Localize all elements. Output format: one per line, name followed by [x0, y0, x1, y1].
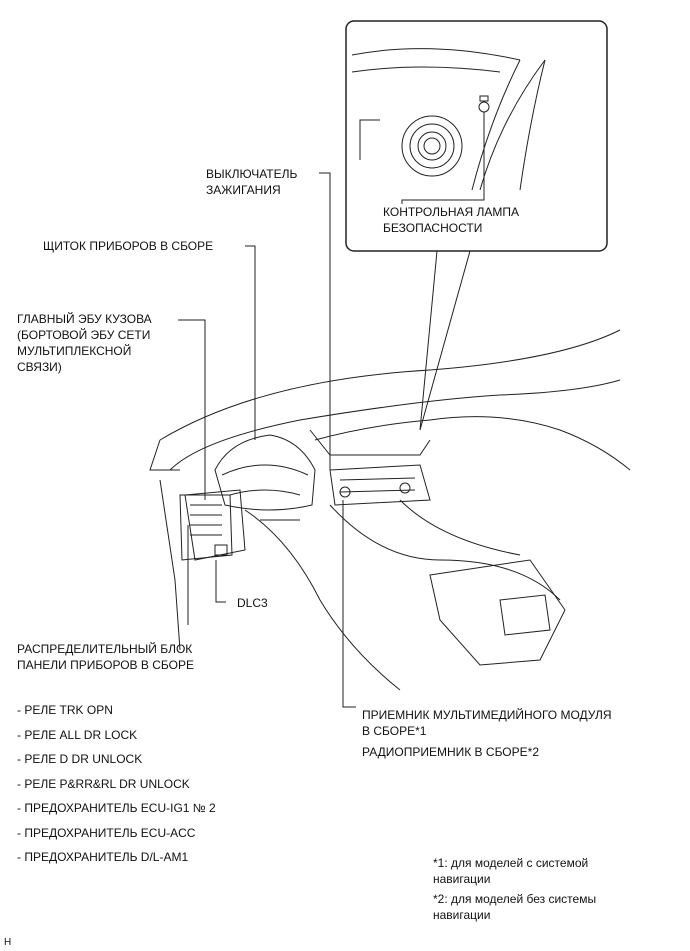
list-item: - ПРЕДОХРАНИТЕЛЬ ECU-ACC — [17, 825, 196, 840]
main-body-ecu-label-line2: (БОРТОВОЙ ЭБУ СЕТИ — [17, 328, 151, 342]
multimedia-receiver-label-line2: В СБОРЕ*1 — [362, 724, 427, 738]
dlc3-connector — [214, 544, 228, 556]
list-item: - РЕЛЕ TRK OPN — [17, 703, 113, 717]
radio-receiver-label: РАДИОПРИЕМНИК В СБОРЕ*2 — [362, 745, 539, 759]
list-item: - РЕЛЕ ALL DR LOCK — [17, 727, 138, 742]
security-indicator-label-line1: КОНТРОЛЬНАЯ ЛАМПА — [383, 205, 520, 219]
list-item: - ПРЕДОХРАНИТЕЛЬ ECU-IG1 № 2 — [17, 801, 216, 815]
callout-box — [345, 20, 608, 252]
main-body-ecu-label-line3: МУЛЬТИПЛЕКСНОЙ — [17, 344, 132, 358]
combination-meter-label: ЩИТОК ПРИБОРОВ В СБОРЕ — [43, 239, 214, 253]
callout-leader — [419, 250, 471, 431]
corner-mark: H — [4, 937, 12, 948]
main-body-ecu-label-line4: СВЯЗИ) — [17, 360, 62, 374]
radio-outline — [329, 464, 431, 506]
main-body-ecu-label-line1: ГЛАВНЫЙ ЭБУ КУЗОВА — [17, 312, 152, 326]
junction-block-label-line1: РАСПРЕДЕЛИТЕЛЬНЫЙ БЛОК — [17, 642, 193, 656]
list-item: - ПРЕДОХРАНИТЕЛЬ D/L-AM1 — [17, 850, 189, 864]
relay-fuse-list: - РЕЛЕ TRK OPN - РЕЛЕ ALL DR LOCK - РЕЛЕ… — [17, 698, 216, 870]
meter-outline — [214, 434, 316, 511]
footnote-1: *1: для моделей с системой навигации — [433, 856, 589, 886]
ignition-switch-label-line1: ВЫКЛЮЧАТЕЛЬ — [206, 167, 298, 181]
footnotes: *1: для моделей с системой навигации *2:… — [433, 855, 633, 923]
junction-block-outline — [179, 494, 233, 561]
security-lamp-symbol — [478, 101, 490, 113]
knob-outer — [401, 115, 463, 177]
list-item: - РЕЛЕ D DR UNLOCK — [17, 752, 143, 766]
junction-block-label-line2: ПАНЕЛИ ПРИБОРОВ В СБОРЕ — [17, 658, 194, 672]
security-indicator-label-line2: БЕЗОПАСНОСТИ — [383, 221, 483, 235]
ignition-switch-label-line2: ЗАЖИГАНИЯ — [206, 183, 281, 197]
multimedia-receiver-label-line1: ПРИЕМНИК МУЛЬТИМЕДИЙНОГО МОДУЛЯ — [362, 708, 612, 722]
footnote-2: *2: для моделей без системы навигации — [433, 892, 597, 922]
dlc3-label: DLC3 — [237, 596, 268, 610]
list-item: - РЕЛЕ P&RR&RL DR UNLOCK — [17, 776, 190, 791]
